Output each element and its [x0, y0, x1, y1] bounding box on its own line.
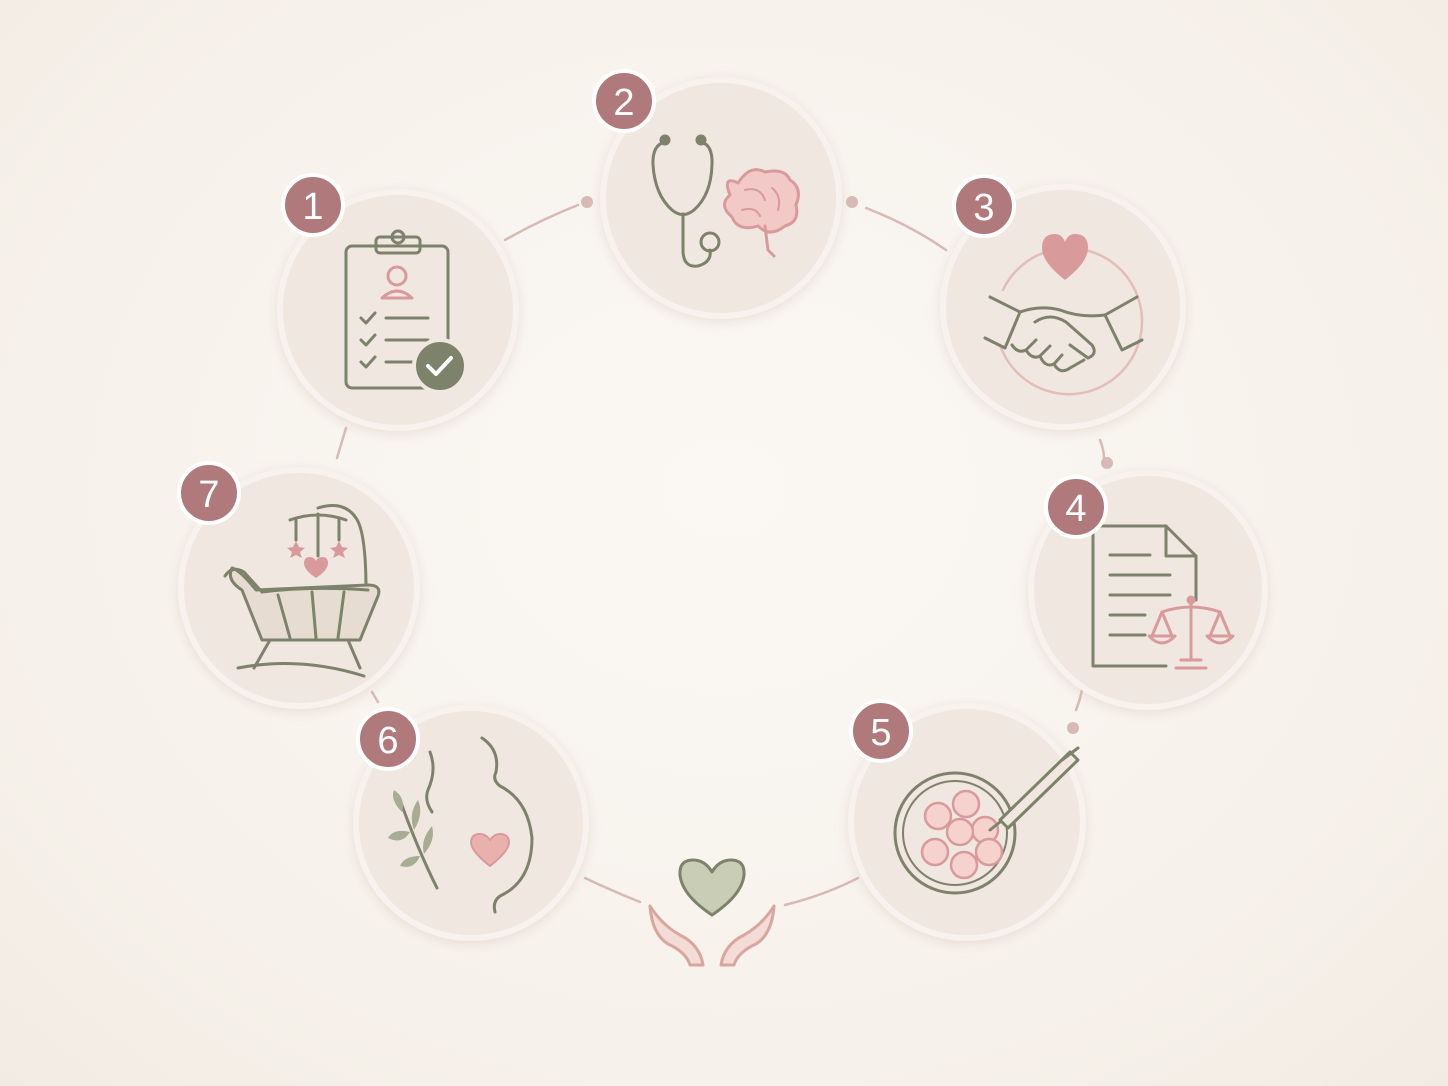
connector-7-1	[335, 426, 348, 460]
step-5-badge: 5	[849, 699, 913, 763]
hands-holding-heart-icon	[648, 858, 776, 967]
step-2-badge: 2	[592, 69, 656, 133]
connector-1-2	[503, 203, 580, 242]
step-6-node[interactable]: 6	[353, 705, 589, 941]
step-2-node[interactable]: 2	[592, 69, 842, 319]
step-6-circle	[353, 705, 589, 941]
connector-dot	[581, 196, 593, 208]
step-4-badge: 4	[1044, 475, 1108, 539]
step-7-node[interactable]: 7	[177, 461, 420, 709]
legal-document-scales-icon	[1091, 524, 1235, 670]
step-1-node[interactable]: 1	[277, 173, 519, 431]
step-2-number: 2	[613, 82, 634, 124]
step-5-number: 5	[870, 712, 891, 754]
handshake-heart-icon	[983, 234, 1144, 396]
step-1-badge: 1	[281, 173, 345, 237]
connector-5-center	[783, 876, 860, 907]
connector-dot	[1101, 457, 1113, 469]
stethoscope-brain-icon	[651, 134, 800, 268]
step-4-node[interactable]: 4	[1028, 470, 1268, 710]
step-5-node[interactable]: 5	[848, 699, 1086, 941]
petri-dish-embryo-icon	[893, 746, 1080, 895]
connector-6-7	[370, 690, 380, 704]
connector-center-6	[583, 876, 642, 904]
connector-3-4	[1098, 438, 1106, 460]
clipboard-checklist-icon	[344, 229, 468, 394]
step-3-node[interactable]: 3	[940, 174, 1186, 430]
step-6-badge: 6	[356, 707, 420, 771]
step-4-number: 4	[1065, 488, 1086, 530]
connector-dot	[1067, 722, 1079, 734]
connector-lines	[335, 196, 1113, 907]
step-6-number: 6	[377, 720, 398, 762]
step-1-number: 1	[302, 186, 323, 228]
step-3-number: 3	[973, 187, 994, 229]
step-3-circle	[940, 184, 1186, 430]
step-7-badge: 7	[177, 461, 241, 525]
baby-cradle-icon	[223, 504, 381, 678]
step-7-number: 7	[198, 474, 219, 516]
connector-2-3	[864, 206, 948, 252]
connector-4-5	[1074, 688, 1084, 712]
step-3-badge: 3	[952, 174, 1016, 238]
pregnancy-icon	[388, 736, 534, 914]
connector-dot	[846, 196, 858, 208]
